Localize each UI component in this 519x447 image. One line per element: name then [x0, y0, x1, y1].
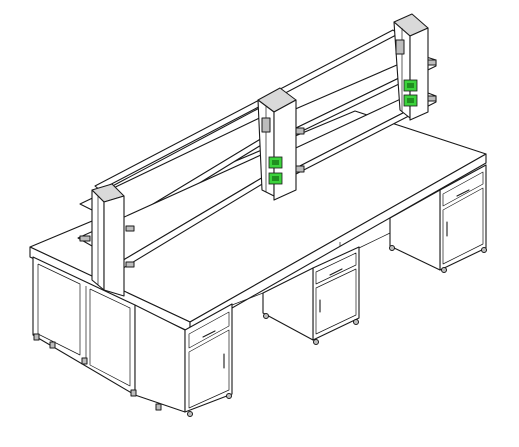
- lower-shelf-tier: [77, 89, 437, 271]
- middle-drawer-cabinet: [262, 246, 360, 345]
- front-drawer-cabinet: [184, 303, 233, 417]
- knee-space: [231, 232, 391, 306]
- left-base-cabinet: [32, 256, 186, 413]
- right-drawer-cabinet: [389, 164, 487, 273]
- left-upright: [79, 183, 135, 297]
- power-sockets: [268, 79, 418, 185]
- right-upright: [393, 13, 437, 121]
